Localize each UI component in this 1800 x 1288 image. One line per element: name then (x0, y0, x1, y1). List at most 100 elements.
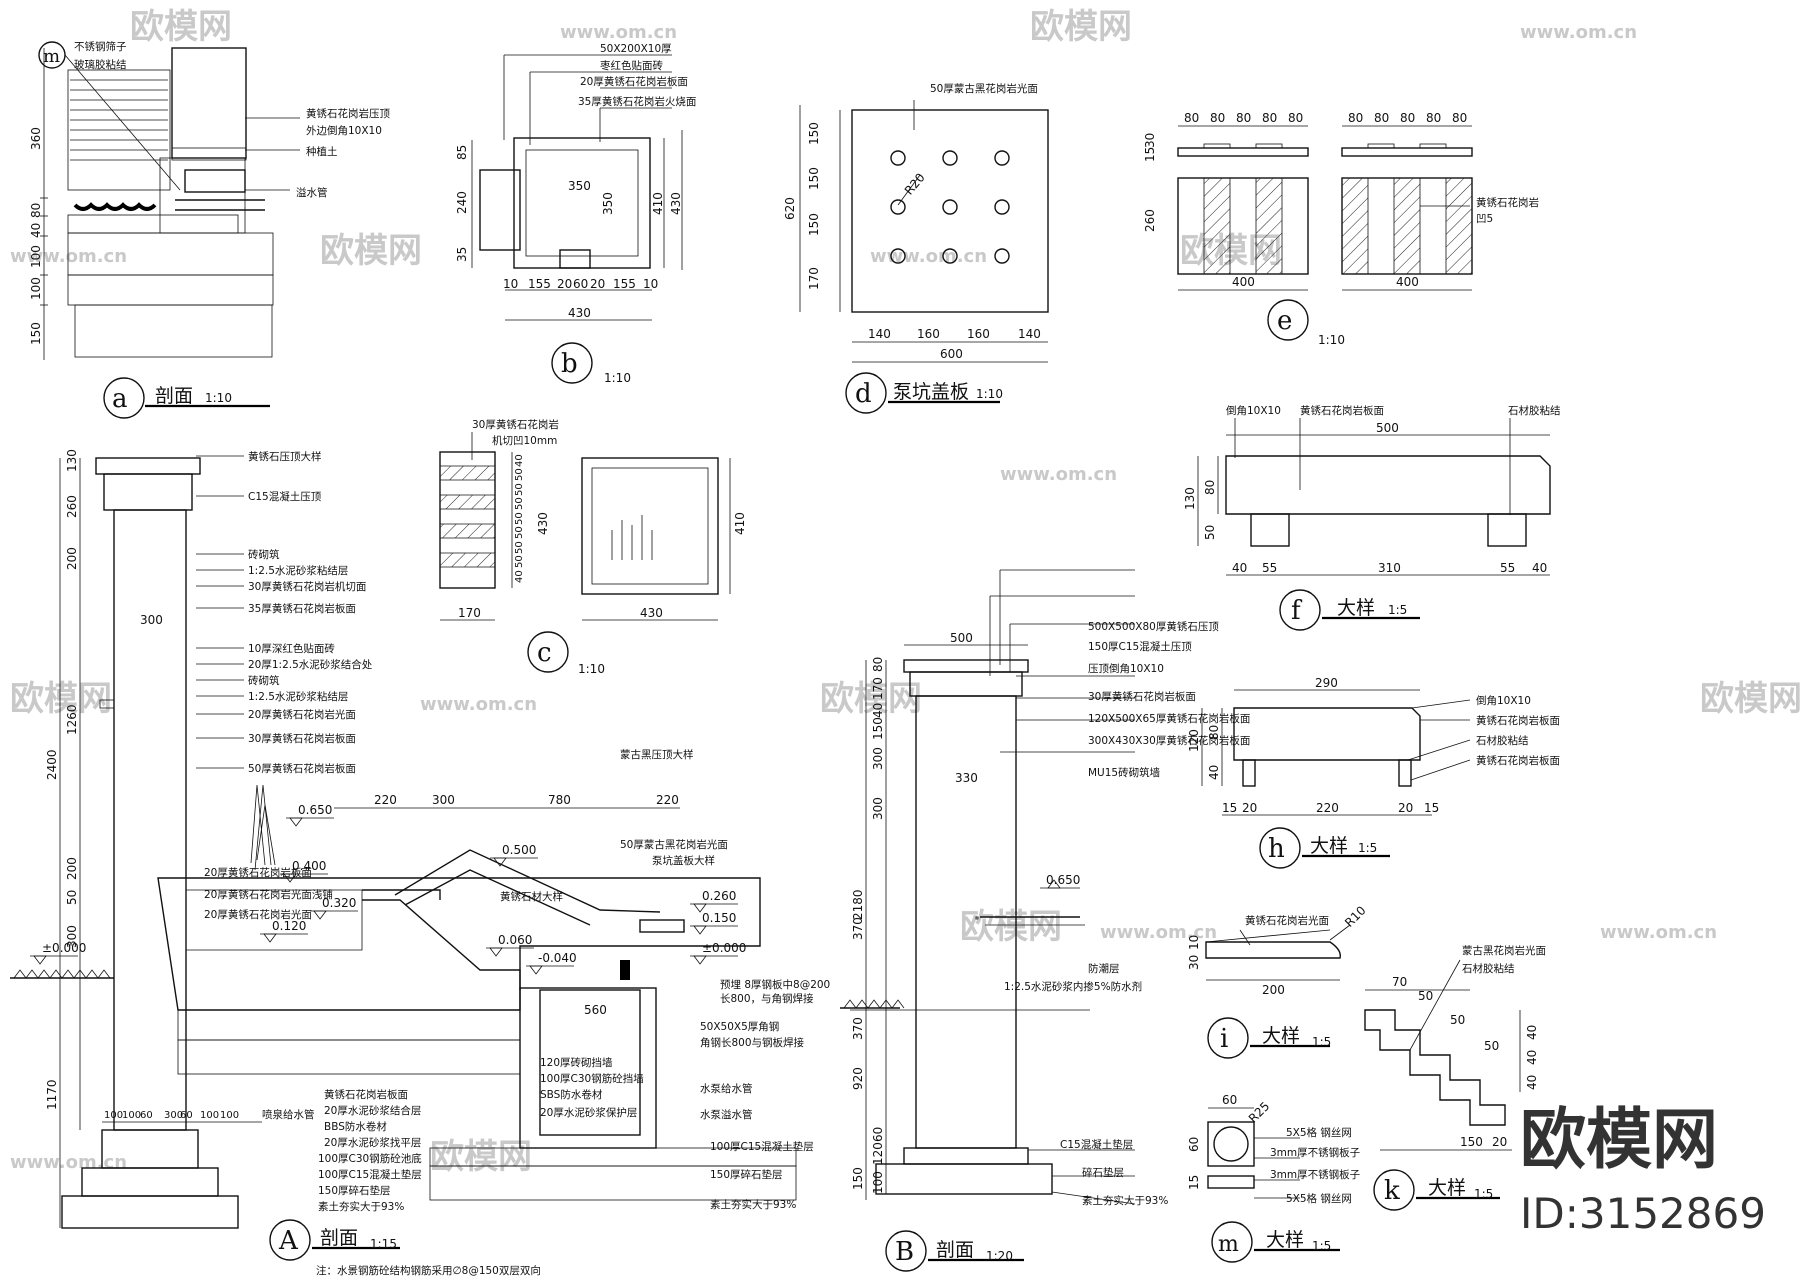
A-bottom-dim: 100 (220, 1110, 239, 1121)
ground-hatch (25, 969, 39, 979)
note-a-3: 黄锈石花岗岩压顶 (306, 107, 390, 120)
A-left-dim: 260 (65, 495, 79, 518)
watermark-url: www.om.cn (870, 246, 987, 267)
B-dim: 2180 (851, 889, 865, 920)
ground-hatch (61, 969, 75, 979)
level-text: -0.040 (538, 951, 577, 965)
c-stack-dim: 50 (514, 541, 525, 554)
level-marker (263, 933, 277, 943)
note-a-4: 外边倒角10X10 (306, 125, 382, 137)
detail-b: 350 350 50X200X10厚 枣红色贴面砖 20厚黄锈石花岗岩板面 35… (455, 43, 696, 385)
b-dim-410: 410 (651, 192, 665, 215)
note-i: 黄锈石花岗岩光面 (1245, 914, 1329, 927)
ground-hatch (13, 969, 27, 979)
c-stack-dim: 50 (514, 512, 525, 525)
scale-c: 1:10 (578, 662, 605, 676)
note-a-6: 溢水管 (296, 186, 328, 199)
A-wall-note: 黄锈石压顶大样 (248, 450, 322, 463)
A-left-dim: 300 (65, 925, 79, 948)
A-bottom-note: 20厚水泥砂浆结合层 (324, 1104, 421, 1117)
e-top-dim: 80 (1426, 111, 1441, 125)
A-right-note: 50X50X5厚角钢 (700, 1020, 779, 1033)
d-left-3: 170 (807, 267, 821, 290)
A-bottom-note: 100厚C15混凝土垫层 (318, 1168, 422, 1181)
b-inner-w: 350 (568, 179, 591, 193)
marker-i: i (1220, 1024, 1228, 1054)
B-note-top-4: 120X500X65厚黄锈石花岗岩板面 (1088, 712, 1250, 725)
A-bottom-note: 素土夯实大于93% (318, 1200, 404, 1213)
brand-id: ID:3152869 (1520, 1189, 1766, 1238)
b-bot-6: 10 (643, 277, 658, 291)
A-bottom-note: 20厚水泥砂浆找平层 (324, 1136, 421, 1149)
pump-cover-hole (890, 199, 906, 215)
B-dim: 300 (871, 797, 885, 820)
A-bottom-note: 150厚碎石垫层 (318, 1184, 391, 1197)
e-hatch-strip (1256, 178, 1282, 274)
d-left-2: 150 (807, 213, 821, 236)
b-total: 430 (568, 306, 591, 320)
level-marker (33, 955, 47, 965)
h-left-2: 120 (1187, 729, 1201, 752)
A-left-dim: 1170 (45, 1079, 59, 1110)
title-A: 剖面 (320, 1227, 358, 1249)
A-left-dim: 50 (65, 890, 79, 905)
e-plate-top (1177, 147, 1309, 157)
c-dim-430: 430 (640, 606, 663, 620)
scale-f: 1:5 (1388, 603, 1407, 617)
b-dim-35: 35 (455, 247, 469, 262)
title-a: 剖面 (155, 385, 193, 407)
callout-m: m (43, 46, 60, 67)
B-note-top-6: MU15砖砌筑墙 (1088, 766, 1161, 779)
title-m: 大样 (1266, 1229, 1304, 1251)
A-wall-note: 20厚黄锈石花岗岩光面 (248, 708, 356, 721)
brand-box: 欧模网 ID:3152869 (1512, 1092, 1798, 1288)
watermark-brand: 欧模网 (10, 679, 112, 719)
title-i: 大样 (1262, 1025, 1300, 1047)
f-left-0: 80 (1203, 480, 1217, 495)
A-left-dim: 1260 (65, 704, 79, 735)
level-text: 0.400 (292, 859, 326, 873)
note-c-1: 30厚黄锈石花岗岩 (472, 418, 559, 431)
d-left-0: 150 (807, 122, 821, 145)
pump-cover-hole (890, 248, 906, 264)
marker-h: h (1268, 834, 1285, 864)
A-pit-note: 100厚C30钢筋砼挡墙 (540, 1072, 644, 1085)
A-right-note: 素土夯实大于93% (710, 1198, 796, 1211)
watermark-brand: 欧模网 (820, 679, 922, 719)
A-pit-note: 120厚砖砌挡墙 (540, 1056, 613, 1069)
k-dim-50a: 50 (1418, 989, 1433, 1003)
level-text: 0.150 (702, 911, 736, 925)
A-footnote: 注：水景钢筋砼结构钢筋采用∅8@150双层双向 (316, 1264, 541, 1277)
b-bot-3: 60 (573, 277, 588, 291)
A-right-note: 100厚C15混凝土垫层 (710, 1140, 814, 1153)
k-dim-70: 70 (1392, 975, 1407, 989)
A-wall-note: 20厚1:2.5水泥砂浆结合处 (248, 658, 373, 671)
B-note-bot-2: C15混凝土垫层 (1060, 1138, 1133, 1151)
e-plate-face (1177, 177, 1309, 275)
note-h-3: 石材胶粘结 (1476, 734, 1529, 747)
watermark-brand: 欧模网 (130, 7, 232, 47)
pump-cover-hole (994, 248, 1010, 264)
c-stack-dim: 50 (514, 555, 525, 568)
level-marker (693, 925, 707, 935)
e-width-dim: 400 (1396, 275, 1419, 289)
A-wall-note: C15混凝土压顶 (248, 490, 322, 503)
level-text: 0.120 (272, 919, 306, 933)
A-left-dim: 200 (65, 857, 79, 880)
watermark-url: www.om.cn (1100, 922, 1217, 943)
k-dim-150: 150 (1460, 1135, 1483, 1149)
e-top-dim: 80 (1452, 111, 1467, 125)
title-f: 大样 (1337, 597, 1375, 619)
A-right-note: 黄锈石材大样 (500, 890, 563, 903)
e-top-dim: 80 (1184, 111, 1199, 125)
A-wall-note: 砖砌筑 (248, 674, 280, 687)
m-dim-60a: 60 (1222, 1093, 1237, 1107)
title-d: 泵坑盖板 (893, 381, 969, 403)
B-dim: 370 (851, 1017, 865, 1040)
e-top-dim: 80 (1236, 111, 1251, 125)
detail-f: 500 倒角10X10 黄锈石花岗岩板面 石材胶粘结 80 50 130 40 … (1183, 404, 1561, 631)
ground-hatch (843, 999, 857, 1009)
d-bot-3: 140 (1018, 327, 1041, 341)
e-top-dim: 80 (1210, 111, 1225, 125)
A-wall-note: 1:2.5水泥砂浆粘结层 (248, 690, 348, 703)
